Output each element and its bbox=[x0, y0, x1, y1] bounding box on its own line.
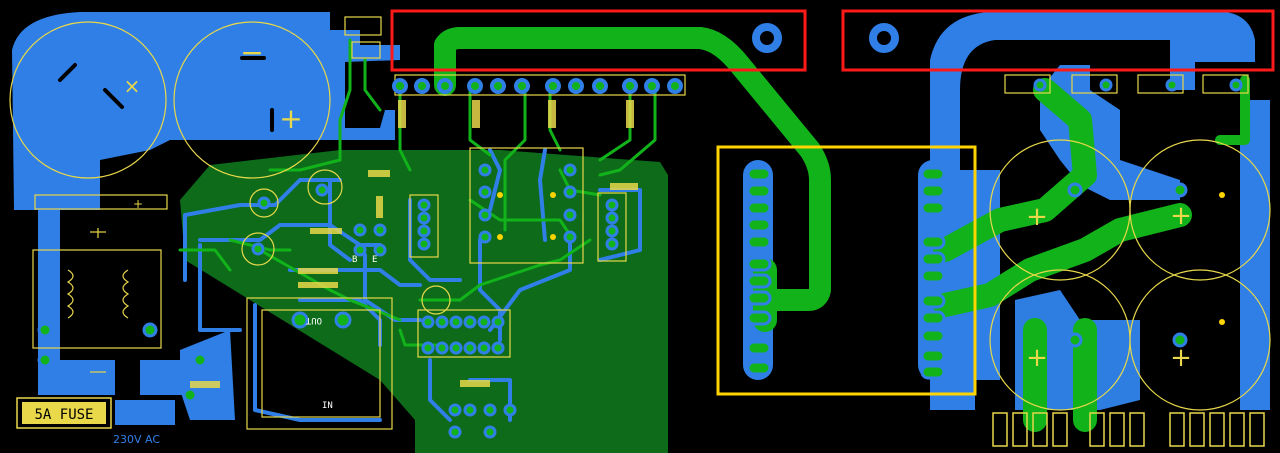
mounting-hole bbox=[869, 23, 899, 53]
capacitor-outline bbox=[9, 21, 167, 179]
silkscreen-layer bbox=[9, 16, 1271, 447]
minus-marker: − bbox=[240, 36, 263, 69]
plus-marker: + bbox=[133, 197, 143, 211]
plus-marker: + bbox=[1026, 202, 1048, 232]
pads-layer bbox=[37, 23, 1243, 439]
mains-label: 230V AC bbox=[113, 433, 160, 446]
capacitor-outline bbox=[1129, 269, 1271, 411]
fuse-label: 5A FUSE bbox=[34, 407, 93, 423]
board-labels: 5A FUSE 230V AC OUT IN + + + + + + − × B… bbox=[22, 36, 1192, 446]
plus-marker: + bbox=[1026, 343, 1048, 373]
plus-marker: + bbox=[1170, 201, 1192, 231]
capacitor-outline bbox=[1129, 139, 1271, 281]
transformer-outline bbox=[716, 145, 977, 396]
cross-marker: × bbox=[124, 74, 141, 98]
mounting-hole bbox=[752, 23, 782, 53]
pin-label-e: E bbox=[372, 255, 377, 265]
highlight-box-right bbox=[841, 9, 1275, 72]
pin-label-b: B bbox=[352, 255, 357, 265]
capacitor-outline bbox=[173, 21, 331, 179]
highlight-box-left bbox=[390, 9, 807, 72]
plus-marker: + bbox=[1170, 343, 1192, 373]
plus-marker: + bbox=[279, 102, 302, 135]
component-out-label: OUT bbox=[305, 315, 322, 325]
cap-marks bbox=[58, 56, 274, 132]
component-in-label: IN bbox=[322, 401, 333, 411]
resistor-bodies bbox=[190, 100, 638, 388]
